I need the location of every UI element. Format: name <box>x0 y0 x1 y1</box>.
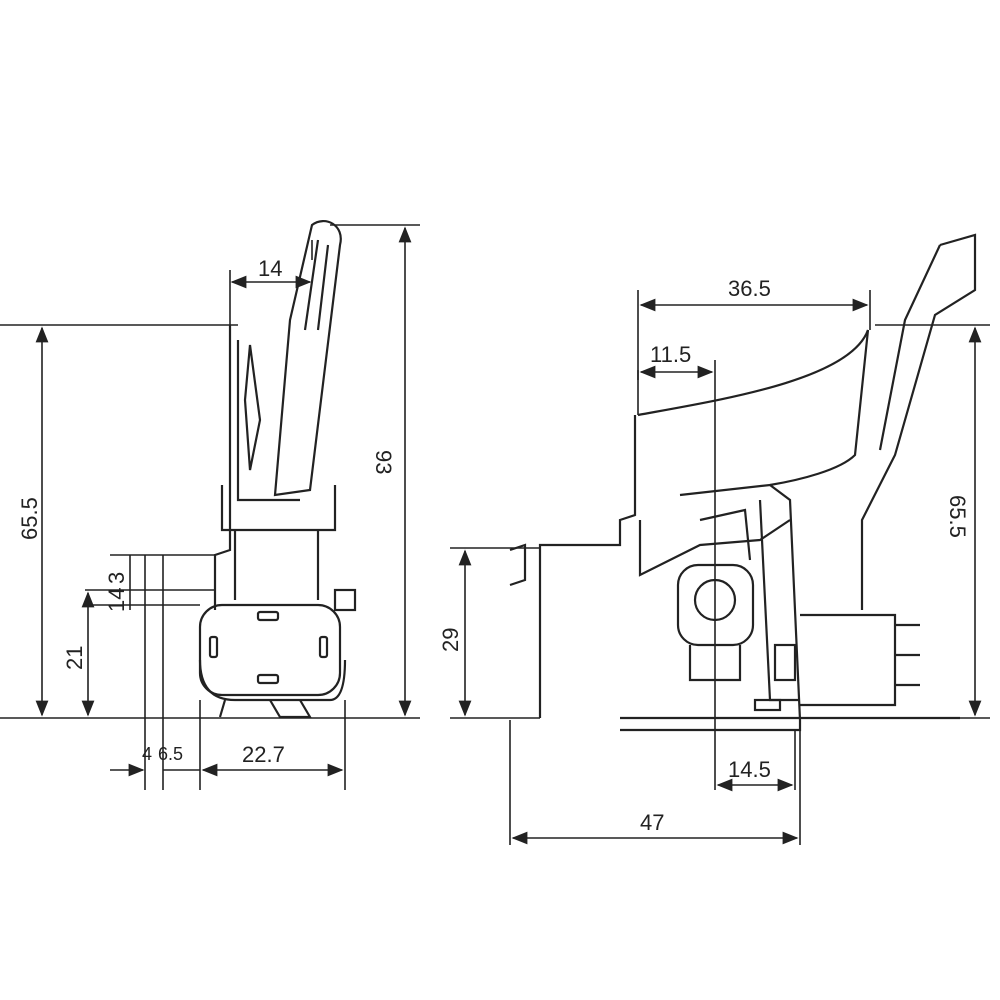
dim-trigger-width: 36.5 <box>728 276 771 301</box>
dim-lower-height-left: 21 <box>62 646 87 670</box>
dim-base-width: 22.7 <box>242 742 285 767</box>
dim-offset-14: 14 <box>104 588 129 612</box>
dim-body-height-right: 65.5 <box>945 495 970 538</box>
dim-top-width: 14 <box>258 256 282 281</box>
right-dimensions: 36.5 11.5 65.5 29 14.5 47 <box>438 276 990 845</box>
dim-total-length: 47 <box>640 810 664 835</box>
dim-trigger-offset: 11.5 <box>650 342 691 367</box>
right-view <box>509 233 977 732</box>
dim-pivot-offset: 14.5 <box>728 757 771 782</box>
dim-pin-4: 4 <box>142 744 152 764</box>
left-dimensions: 14 93 65.5 21 14 3 4 6.5 22.7 <box>0 224 420 790</box>
left-view <box>198 219 357 719</box>
dim-pin-6-5: 6.5 <box>158 744 183 764</box>
dim-lower-height-right: 29 <box>438 628 463 652</box>
dim-total-height: 93 <box>371 450 396 474</box>
dim-body-height-left: 65.5 <box>17 497 42 540</box>
dim-offset-3: 3 <box>104 572 129 584</box>
